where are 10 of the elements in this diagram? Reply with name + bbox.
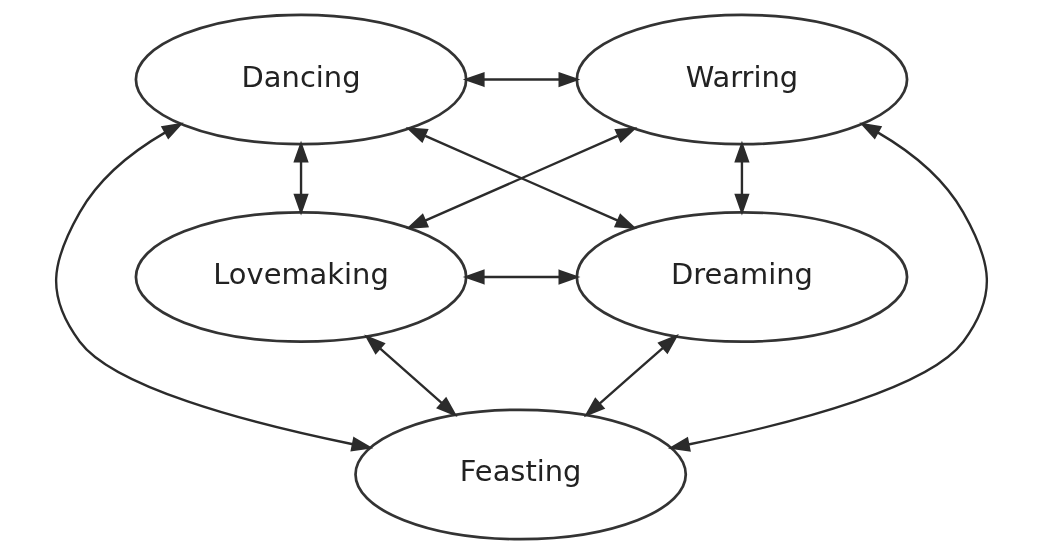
arrow bbox=[733, 140, 750, 216]
arrow bbox=[405, 127, 637, 230]
arrow bbox=[54, 122, 373, 452]
arrow bbox=[462, 71, 580, 88]
arrow bbox=[667, 122, 988, 452]
arrow bbox=[363, 334, 457, 417]
node-ellipse: Feasting bbox=[353, 408, 687, 541]
arrow bbox=[462, 269, 580, 285]
arrow bbox=[583, 334, 679, 418]
arrow bbox=[292, 140, 309, 216]
